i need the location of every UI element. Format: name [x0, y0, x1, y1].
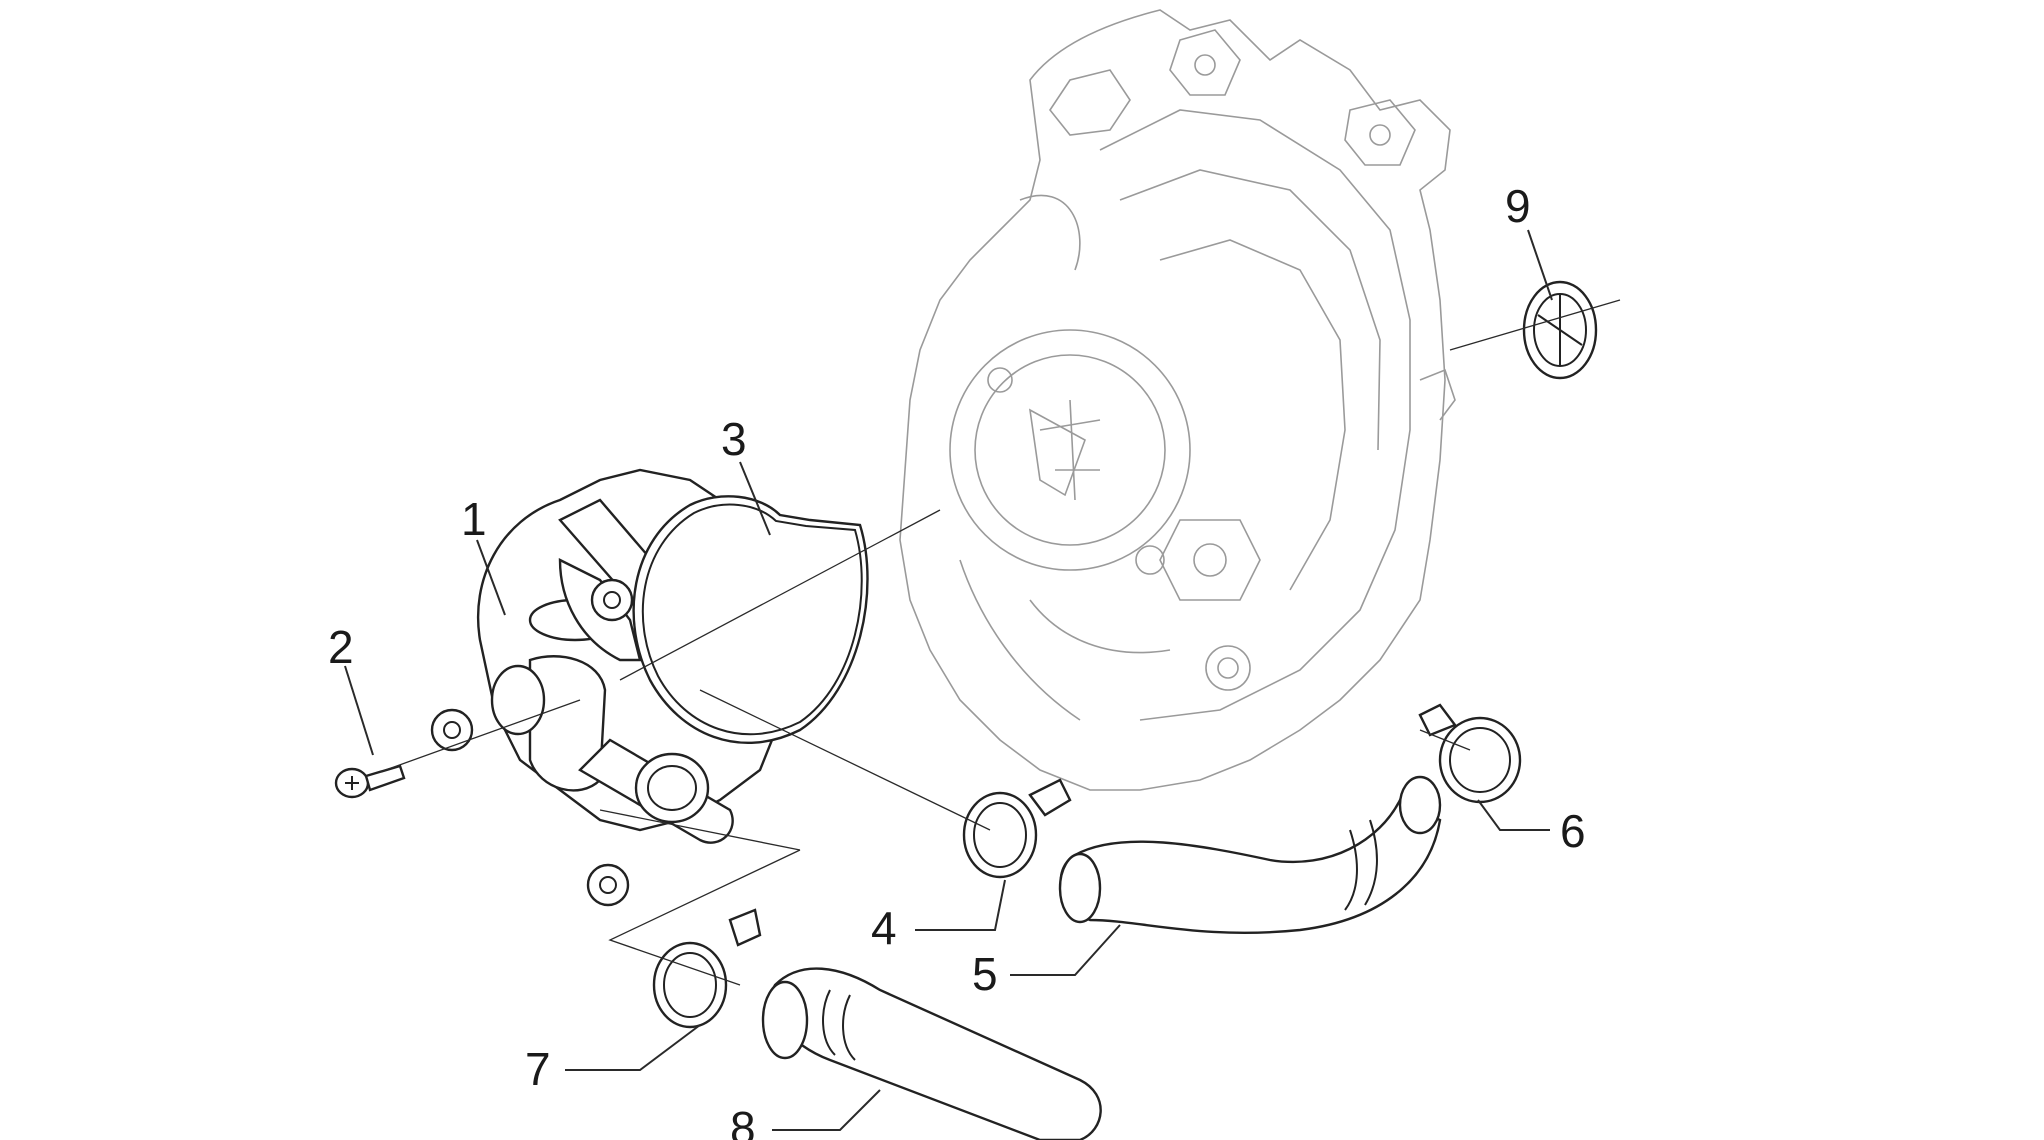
callout-1: 1 [461, 493, 487, 545]
callout-7: 7 [525, 1043, 551, 1095]
hose-5 [1058, 775, 1442, 934]
callout-5: 5 [972, 948, 998, 1000]
screw [334, 764, 406, 799]
callout-8: 8 [730, 1102, 756, 1140]
hose-clamp-7 [652, 908, 762, 1029]
hose-8 [761, 967, 1102, 1140]
engine-cover-housing [899, 9, 1456, 791]
callout-6: 6 [1560, 805, 1586, 857]
callout-4: 4 [871, 902, 897, 954]
hose-clamp-4 [962, 778, 1072, 879]
assembly-axis-lines [379, 299, 1621, 986]
callouts: 1 2 3 4 5 6 7 8 9 [328, 180, 1586, 1140]
callout-9: 9 [1505, 180, 1531, 232]
callout-2: 2 [328, 621, 354, 673]
cap-plug [1522, 280, 1598, 380]
callout-3: 3 [721, 413, 747, 465]
leader-lines [344, 229, 1553, 1131]
o-ring-gasket [632, 495, 869, 745]
